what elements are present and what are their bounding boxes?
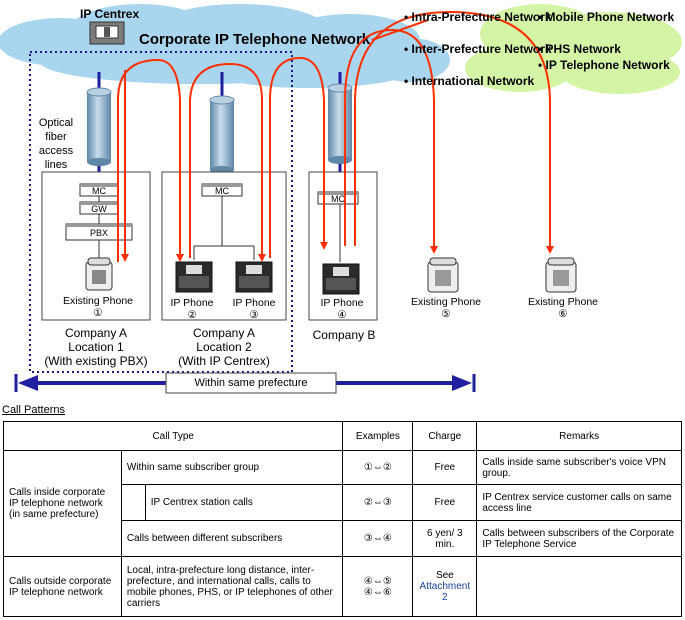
pbx-device: PBX <box>65 223 133 241</box>
ip-phone-2-icon <box>175 261 213 293</box>
row-1-charge: Free <box>412 450 478 485</box>
company-b-label: Company B <box>312 328 376 342</box>
row-4-example: ④⇔⑤ ④⇔⑥ <box>342 556 414 617</box>
ip-centrex-label: IP Centrex <box>80 7 139 21</box>
row-1-type: Within same subscriber group <box>120 450 344 485</box>
row-2-type: IP Centrex station calls <box>144 484 344 521</box>
corporate-network-cloud <box>0 4 450 88</box>
inter-prefecture-network-label: • Inter-Prefecture Network <box>404 42 552 56</box>
row-4-type: Local, intra-prefecture long distance, i… <box>120 556 344 617</box>
row-2-example: ②⇔③ <box>342 484 414 521</box>
prefecture-arrow <box>14 372 476 394</box>
svg-text:MC: MC <box>215 186 229 196</box>
existing-phone-6-icon <box>545 257 577 293</box>
ip-phone-4-icon <box>322 263 360 295</box>
network-title: Corporate IP Telephone Network <box>139 31 371 48</box>
table-row: IP Centrex station calls ②⇔③ Free IP Cen… <box>4 484 682 521</box>
intra-prefecture-network-label: • Intra-Prefecture Network <box>404 10 552 24</box>
row-4-remarks <box>476 556 682 617</box>
row-3-type: Calls between different subscribers <box>120 520 344 557</box>
row-4-example-2: ④⇔⑥ <box>363 586 392 598</box>
call-paths <box>117 10 554 262</box>
mc-device-2: MC <box>201 183 243 197</box>
fiber-cylinder-1 <box>86 87 112 166</box>
mobile-phone-network-label: • Mobile Phone Network <box>538 10 675 24</box>
existing-phone-1-icon <box>85 257 113 291</box>
row-1-remarks: Calls inside same subscriber's voice VPN… <box>476 450 682 485</box>
call-patterns-table: Call Type Examples Charge Remarks Calls … <box>2 421 682 617</box>
table-header-row: Call Type Examples Charge Remarks <box>2 421 682 451</box>
row-4-charge-text: See <box>435 570 454 581</box>
svg-text:MC: MC <box>331 194 345 204</box>
table-row: Calls inside corporate IP telephone netw… <box>3 450 682 557</box>
col-examples: Examples <box>342 421 414 451</box>
call-patterns-heading: Call Patterns <box>2 404 65 416</box>
existing-phone-5-icon <box>427 257 459 293</box>
ip-centrex-server-icon <box>89 21 125 45</box>
mc-device-3: MC <box>317 191 359 205</box>
attachment-2-link[interactable]: Attachment 2 <box>419 581 471 603</box>
table-row: Calls outside corporate IP telephone net… <box>3 556 682 617</box>
row-3-example: ③⇔④ <box>342 520 414 557</box>
row-3-charge: 6 yen/ 3 min. <box>412 520 478 557</box>
svg-text:GW: GW <box>91 204 107 214</box>
phs-network-label: • PHS Network <box>538 42 621 56</box>
gw-device: GW <box>79 201 119 215</box>
row-2-charge: Free <box>412 484 478 521</box>
company-a-boundary <box>29 51 293 373</box>
mc-device-1: MC <box>79 183 119 197</box>
row-3-remarks: Calls between subscribers of the Corpora… <box>476 520 682 557</box>
prefecture-label: Within same prefecture <box>194 377 308 389</box>
group-inside-cell: Calls inside corporate IP telephone netw… <box>3 450 122 557</box>
international-network-label: • International Network <box>404 74 535 88</box>
location-1-box <box>41 171 151 321</box>
ip-phone-3-icon <box>235 261 273 293</box>
row-4-example-1: ④⇔⑤ <box>363 575 392 587</box>
col-remarks: Remarks <box>476 421 682 451</box>
group-outside-cell: Calls outside corporate IP telephone net… <box>3 556 122 617</box>
ip-telephone-network-label: • IP Telephone Network <box>538 58 670 72</box>
network-diagram: IP Centrex Corporate IP Telephone Networ… <box>0 4 682 394</box>
fiber-cylinder-2 <box>209 95 235 174</box>
indent-spacer <box>120 484 146 521</box>
access-lines-label: Optical fiber access lines <box>38 117 74 171</box>
fiber-cylinder-3 <box>327 83 353 164</box>
svg-text:PBX: PBX <box>90 228 108 238</box>
row-2-remarks: IP Centrex service customer calls on sam… <box>476 484 682 521</box>
col-charge: Charge <box>412 421 478 451</box>
col-call-type: Call Type <box>2 421 344 451</box>
row-1-example: ①⇔② <box>342 450 414 485</box>
row-4-charge: See Attachment 2 <box>412 556 478 617</box>
svg-text:MC: MC <box>92 186 106 196</box>
